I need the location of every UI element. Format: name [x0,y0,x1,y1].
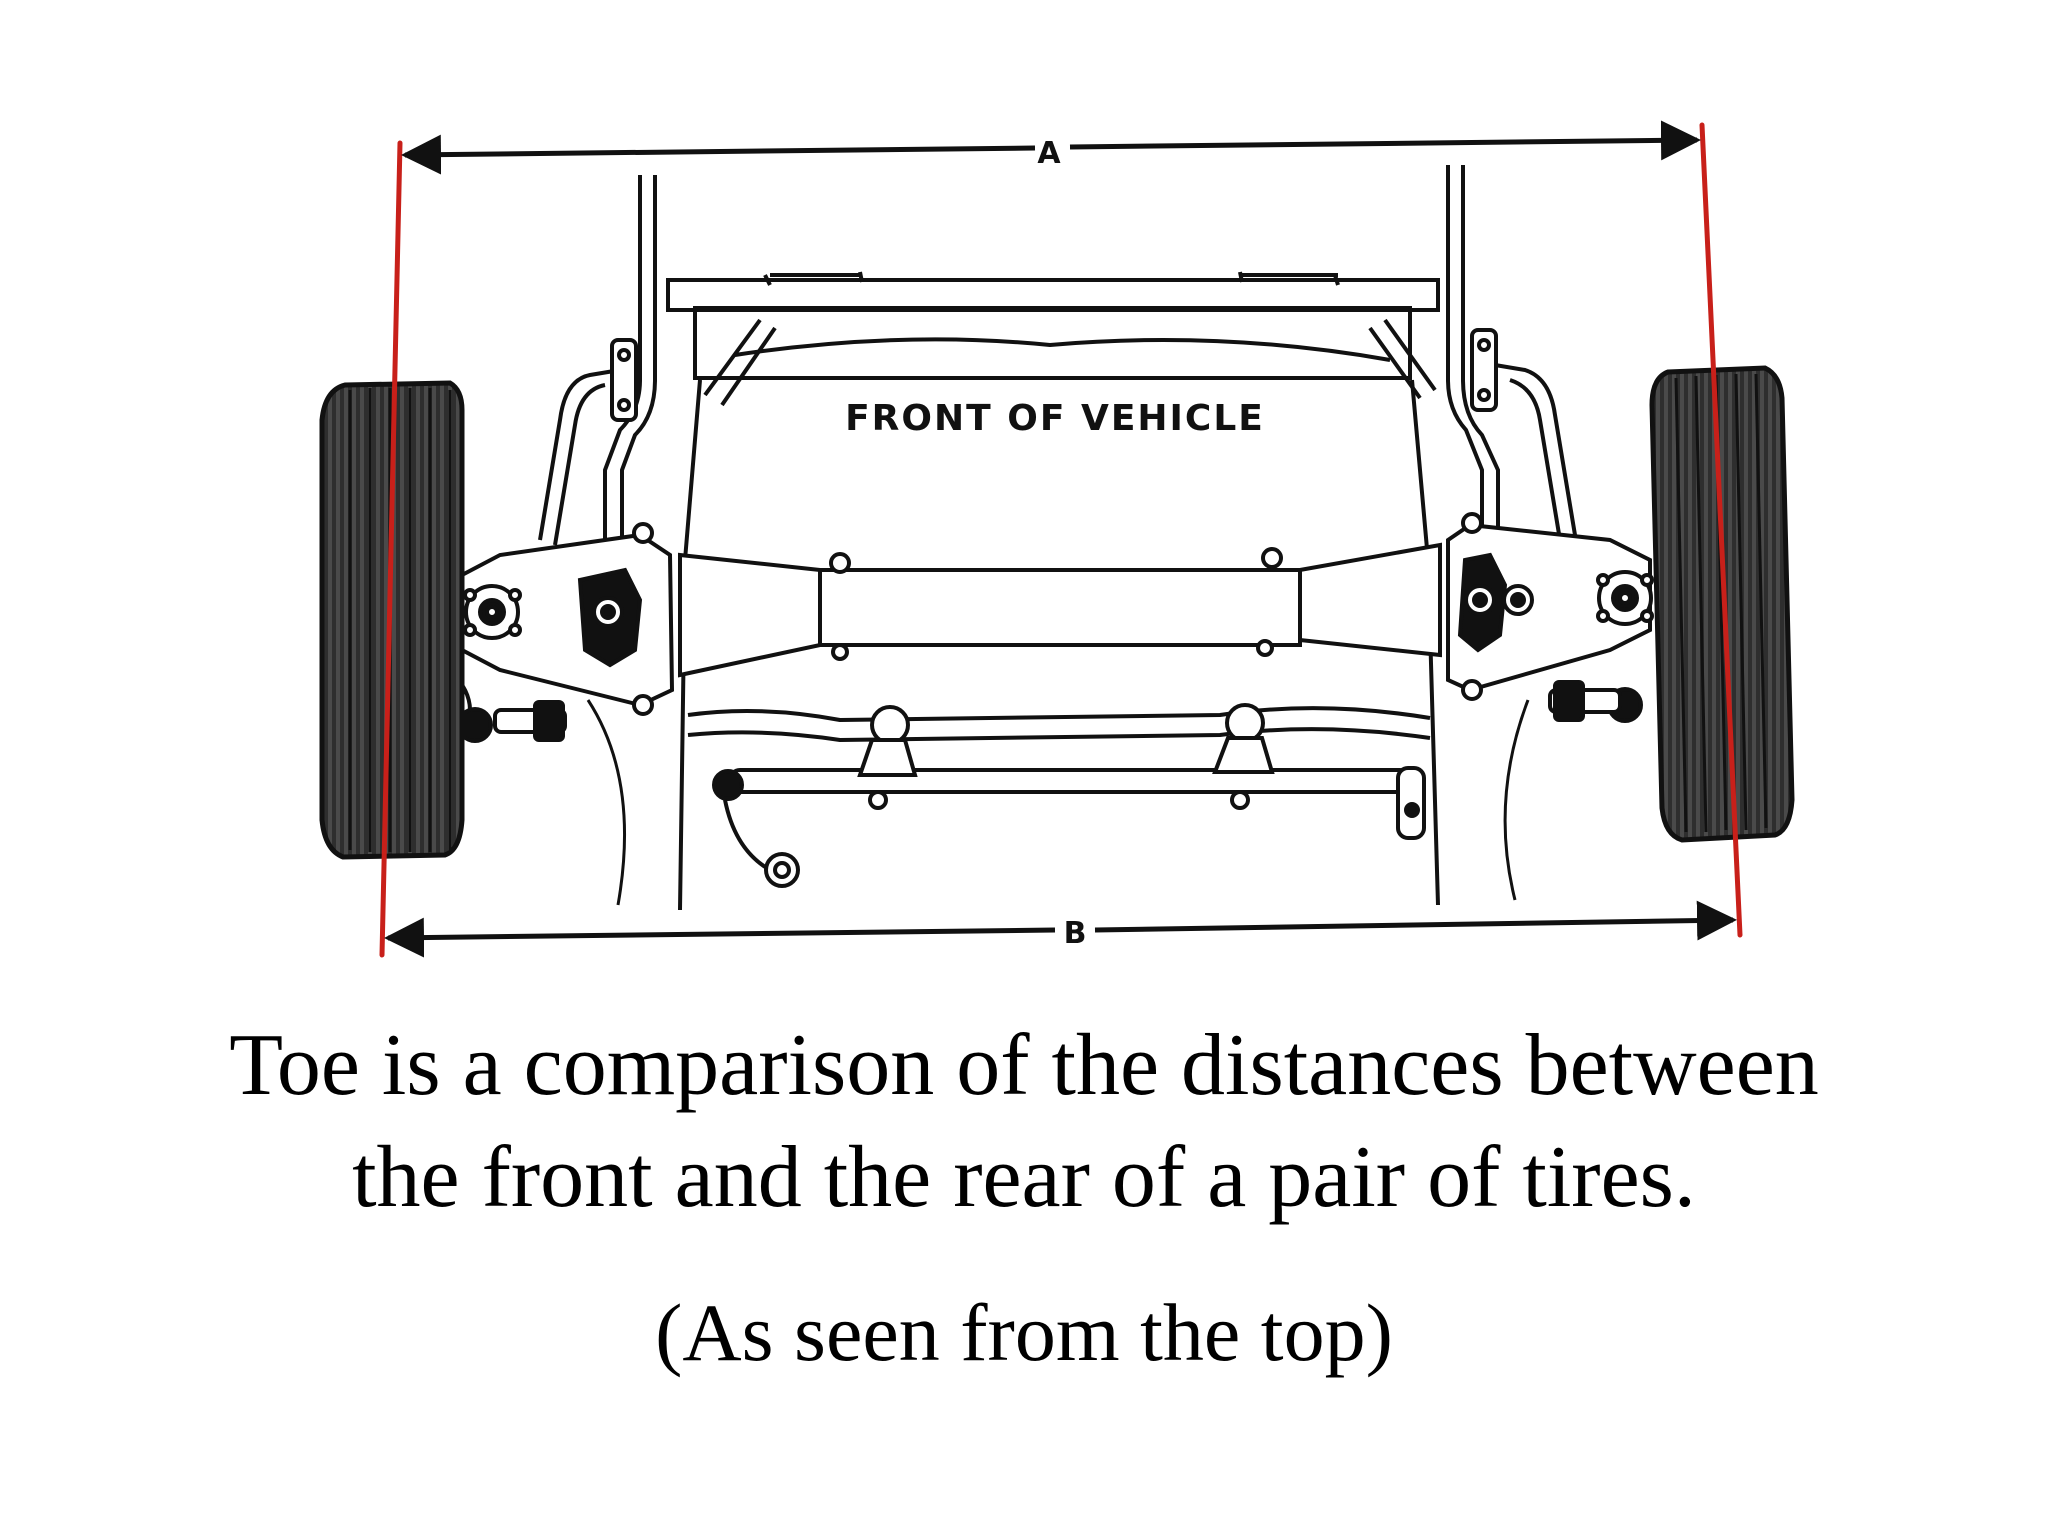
right-reference-line [1699,122,1743,938]
vehicle-frame [603,165,1500,911]
caption-line-2: the front and the rear of a pair of tire… [352,1129,1696,1226]
caption-main: Toe is a comparison of the distances bet… [0,1010,2048,1234]
caption-line-1: Toe is a comparison of the distances bet… [229,1017,1819,1114]
dimension-a-label: A [1037,136,1061,171]
dimension-b-label: B [1064,916,1087,951]
left-reference-line [379,140,403,958]
dimension-b [384,900,1737,958]
fender-lines [586,699,1530,906]
front-crossmember [678,542,1442,678]
front-of-vehicle-label: FRONT OF VEHICLE [845,398,1265,439]
steering-linkage [687,703,1431,888]
right-suspension [1446,328,1752,723]
tire-reference-lines [379,122,1743,958]
dimension-a [401,120,1701,175]
caption-subtitle: (As seen from the top) [655,1287,1393,1378]
